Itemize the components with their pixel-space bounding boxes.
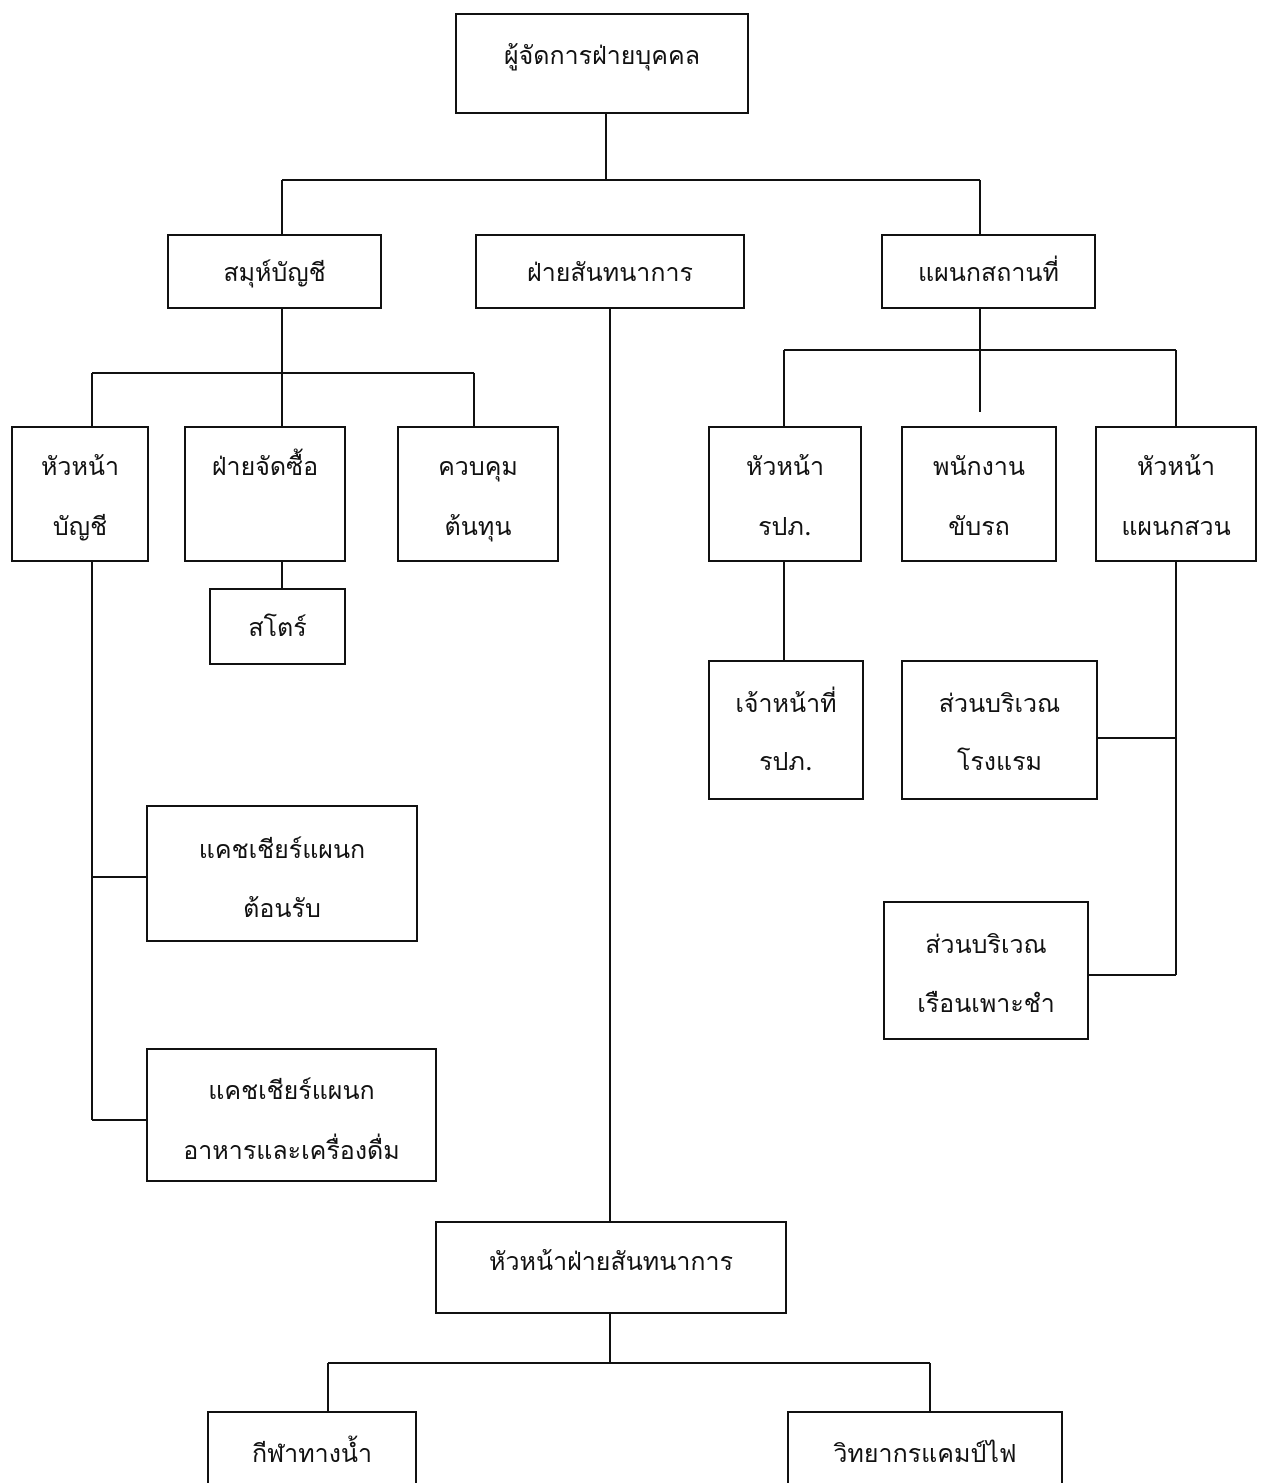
node-box: [881, 234, 1096, 309]
node-label: ฝ่ายสันทนาการ: [527, 258, 693, 287]
node-label: ส่วนบริเวณ: [939, 689, 1060, 718]
node-label: เจ้าหน้าที่: [735, 686, 836, 718]
node-recreation-dept: ฝ่ายสันทนาการ: [475, 234, 745, 309]
node-box: [708, 660, 864, 800]
node-box: [455, 13, 749, 114]
node-box: [11, 426, 149, 562]
node-label: แคชเชียร์แผนก: [199, 835, 365, 864]
node-box: [184, 426, 346, 562]
node-label: ขับรถ: [948, 512, 1010, 541]
node-chief-accountant: หัวหน้าบัญชี: [11, 426, 149, 562]
node-box: [146, 805, 418, 942]
node-water-sports: กีฬาทางน้ำ: [207, 1411, 417, 1483]
node-label: ส่วนบริเวณ: [925, 930, 1046, 959]
node-label: บัญชี: [53, 512, 107, 541]
node-cost-control: ควบคุมต้นทุน: [397, 426, 559, 562]
node-store: สโตร์: [209, 588, 346, 665]
node-personnel-manager: ผู้จัดการฝ่ายบุคคล: [455, 13, 749, 114]
node-security-officer: เจ้าหน้าที่รปภ.: [708, 660, 864, 800]
node-label: สโตร์: [248, 613, 306, 642]
node-label: ควบคุม: [438, 452, 518, 482]
node-label: รปภ.: [758, 512, 812, 541]
node-label: สมุห์บัญชี: [223, 258, 325, 288]
node-label: อาหารและเครื่องดื่ม: [183, 1133, 400, 1165]
node-label: หัวหน้า: [746, 452, 824, 481]
node-purchasing: ฝ่ายจัดซื้อ: [184, 426, 346, 562]
node-box: [901, 426, 1057, 562]
node-label: ฝ่ายจัดซื้อ: [212, 448, 318, 481]
node-box: [787, 1411, 1063, 1483]
node-label: ผู้จัดการฝ่ายบุคคล: [504, 41, 700, 71]
node-label: พนักงาน: [933, 452, 1025, 481]
node-box: [901, 660, 1098, 800]
node-accounting-group: สมุห์บัญชี: [167, 234, 382, 309]
node-label: ต้นทุน: [445, 512, 512, 542]
node-box: [883, 901, 1089, 1040]
node-label: โรงแรม: [957, 747, 1042, 776]
node-box: [207, 1411, 417, 1483]
node-box: [1095, 426, 1257, 562]
node-label: หัวหน้าฝ่ายสันทนาการ: [489, 1247, 733, 1276]
node-label: หัวหน้า: [41, 452, 119, 481]
node-label: กีฬาทางน้ำ: [252, 1435, 372, 1468]
node-label: หัวหน้า: [1137, 452, 1215, 481]
node-label: วิทยากรแคมป์ไฟ: [833, 1439, 1016, 1468]
node-box: [167, 234, 382, 309]
node-label: ต้อนรับ: [243, 894, 321, 923]
node-label: แผนกสถานที่: [918, 255, 1059, 287]
node-label: แคชเชียร์แผนก: [208, 1076, 374, 1105]
node-box: [209, 588, 346, 665]
node-box: [435, 1221, 787, 1314]
node-box: [475, 234, 745, 309]
node-box: [146, 1048, 437, 1182]
node-label: รปภ.: [759, 747, 813, 776]
node-label: เรือนเพาะชำ: [917, 989, 1055, 1018]
node-box: [708, 426, 862, 562]
node-box: [397, 426, 559, 562]
node-facilities-dept: แผนกสถานที่: [881, 234, 1096, 309]
node-label: แผนกสวน: [1121, 512, 1230, 541]
node-campfire-instructor: วิทยากรแคมป์ไฟ: [787, 1411, 1063, 1483]
node-recreation-head: หัวหน้าฝ่ายสันทนาการ: [435, 1221, 787, 1314]
